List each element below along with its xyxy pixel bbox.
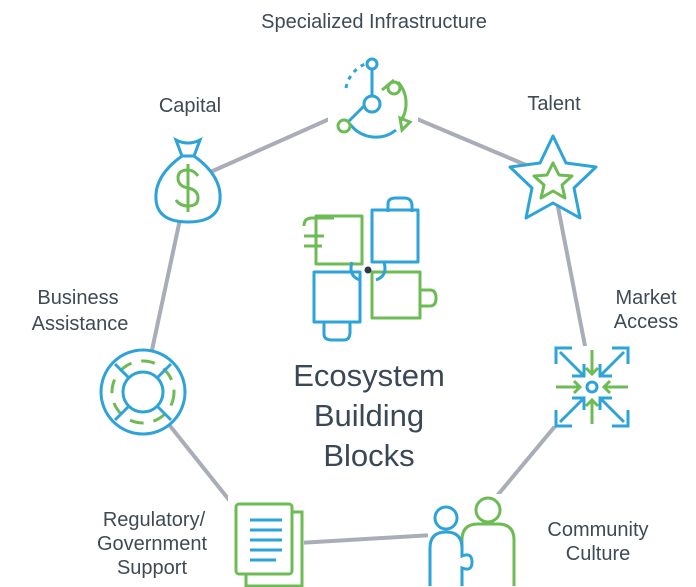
label-regulatory-line-2: Government — [97, 533, 207, 555]
money-bag-icon — [154, 136, 222, 224]
label-business-line-2: Assistance — [32, 313, 129, 335]
center-title: Ecosystem Building Blocks — [293, 358, 445, 473]
infrastructure-icon — [328, 55, 418, 145]
label-regulatory-line-1: Regulatory/ — [103, 509, 206, 531]
label-community-line-1: Community — [547, 519, 648, 541]
label-market-line-1: Market — [615, 287, 677, 309]
label-market-line-2: Access — [614, 311, 678, 333]
hands-puzzle-icon — [302, 196, 438, 342]
label-talent: Talent — [527, 93, 581, 115]
node-labels: Specialized Infrastructure Capital Talen… — [32, 11, 679, 579]
center-title-line-1: Ecosystem — [293, 358, 445, 393]
puzzle-people-icon — [428, 494, 516, 586]
label-business-line-1: Business — [37, 287, 118, 309]
label-community-line-2: Culture — [566, 543, 630, 565]
arrows-inward-icon — [552, 346, 632, 428]
life-ring-icon — [99, 348, 187, 436]
label-capital: Capital — [159, 95, 221, 117]
center-title-line-2: Building — [314, 398, 424, 433]
center-title-line-3: Blocks — [323, 438, 414, 473]
label-specialized-infrastructure: Specialized Infrastructure — [261, 11, 487, 33]
label-regulatory-line-3: Support — [117, 557, 187, 579]
document-icon — [228, 496, 304, 587]
star-icon — [508, 134, 598, 220]
